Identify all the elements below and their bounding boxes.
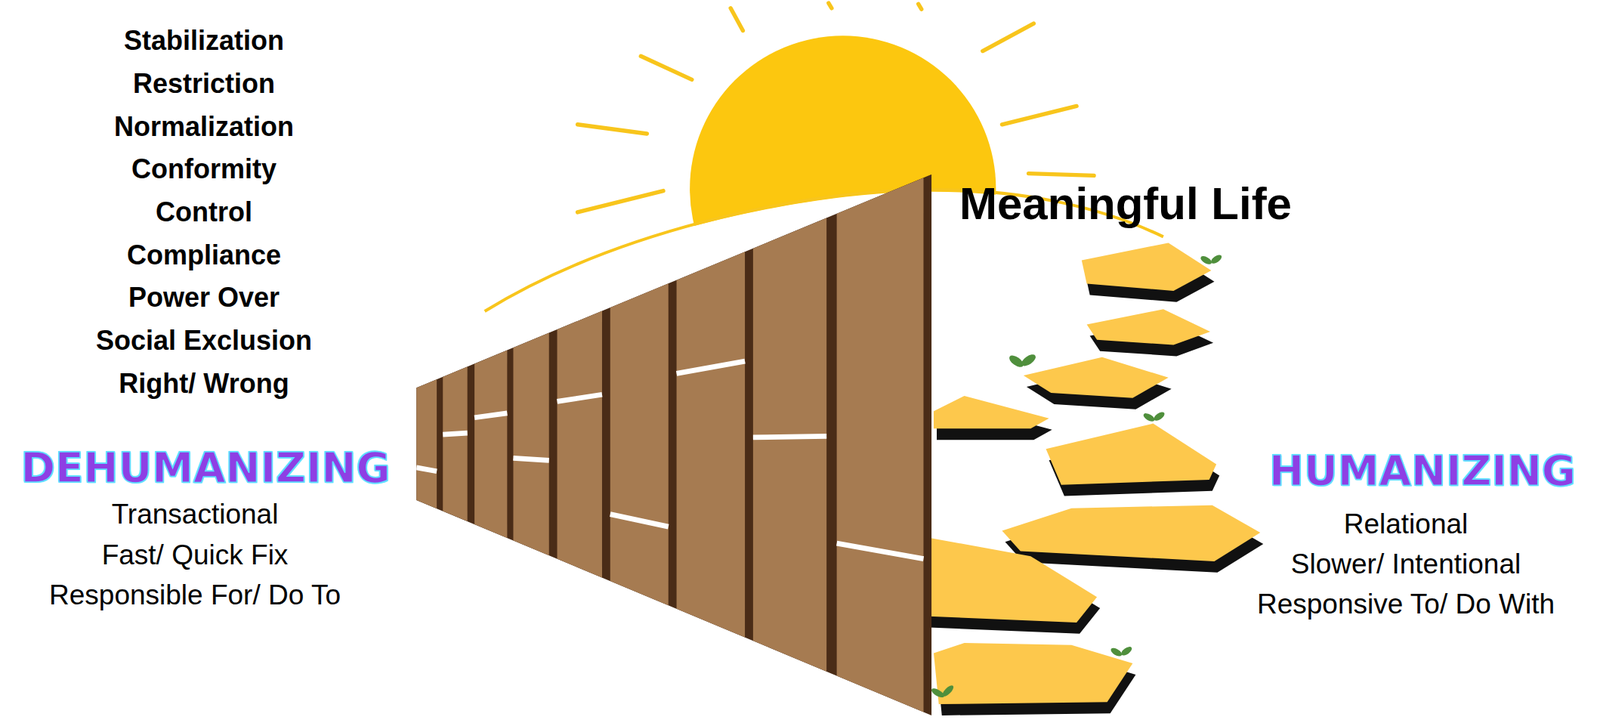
- wall-crack: [753, 435, 827, 437]
- quality-text: Responsible For/ Do To: [49, 580, 341, 612]
- restrictive-practice: Compliance: [126, 240, 282, 271]
- stepping-stone: [1001, 505, 1261, 562]
- sun-ray: [730, 8, 743, 31]
- sprout-leaf: [1119, 645, 1134, 658]
- wall-panel: [442, 366, 467, 522]
- sprout-leaf: [1199, 254, 1214, 266]
- sprout: [1199, 253, 1224, 266]
- restrictive-practice: Social Exclusion: [95, 325, 312, 356]
- quality-text: Fast/ Quick Fix: [101, 540, 289, 572]
- sprout: [929, 683, 955, 699]
- stepping-stone: [1087, 308, 1211, 345]
- wall-panel: [512, 332, 549, 556]
- sun-ray: [982, 23, 1035, 51]
- wall-crack: [416, 467, 437, 472]
- wall-panel: [474, 349, 507, 538]
- sun-ray: [828, 3, 832, 9]
- restrictive-practice: Control: [155, 197, 253, 228]
- sun-ray: [640, 55, 692, 80]
- wall-crack: [676, 361, 746, 374]
- sprout-leaf: [1209, 253, 1224, 266]
- restrictive-practice: Power Over: [128, 282, 280, 313]
- quality-text: Relational: [1343, 509, 1469, 541]
- sprout-leaf: [1109, 646, 1124, 658]
- quality-text: Transactional: [111, 499, 279, 531]
- stepping-stone: [1023, 357, 1169, 399]
- sprout-leaf: [1142, 411, 1156, 424]
- sun-ray: [577, 191, 664, 213]
- wall-shadow: [407, 163, 939, 720]
- quality-text: Responsive To/ Do With: [1257, 589, 1555, 621]
- sprout: [1142, 410, 1167, 424]
- sun-ray: [577, 124, 648, 134]
- sun-ray: [918, 3, 922, 10]
- wall-crack: [512, 457, 549, 461]
- section-heading: HUMANIZING: [1269, 447, 1576, 495]
- restrictive-practice: Right/ Wrong: [118, 368, 289, 399]
- sprout: [1006, 352, 1038, 370]
- wall-crack: [837, 543, 924, 560]
- wall-panel: [837, 177, 924, 713]
- stepping-stone: [933, 395, 1050, 429]
- section-heading: DEHUMANIZING: [20, 444, 390, 492]
- stepping-stone: [1046, 423, 1217, 485]
- wall-panel: [753, 217, 827, 672]
- stepping-stone: [933, 642, 1133, 705]
- sprout: [1109, 645, 1134, 658]
- restrictive-practice: Stabilization: [123, 25, 285, 56]
- wall-panel: [610, 283, 669, 606]
- wall-crack: [474, 413, 507, 418]
- restrictive-practice: Normalization: [114, 111, 294, 143]
- sprout-leaf: [1152, 410, 1167, 423]
- quality-text: Slower/ Intentional: [1291, 549, 1521, 581]
- restrictive-practice: Conformity: [131, 154, 277, 185]
- wall-panel: [676, 251, 746, 638]
- goal-label: Meaningful Life: [959, 179, 1292, 229]
- restrictive-practice: Restriction: [132, 68, 275, 99]
- wall-panel: [416, 379, 437, 509]
- wall-crack: [557, 394, 603, 402]
- sprout-leaf: [940, 683, 955, 699]
- wall: [407, 163, 939, 720]
- wall-crack: [442, 432, 467, 435]
- sun-ray: [1028, 173, 1094, 177]
- sun-ray: [1001, 105, 1077, 124]
- wall-crack: [610, 514, 669, 527]
- wall-panel: [557, 310, 603, 578]
- sprout-leaf: [1019, 352, 1038, 368]
- stepping-stone: [1081, 242, 1212, 291]
